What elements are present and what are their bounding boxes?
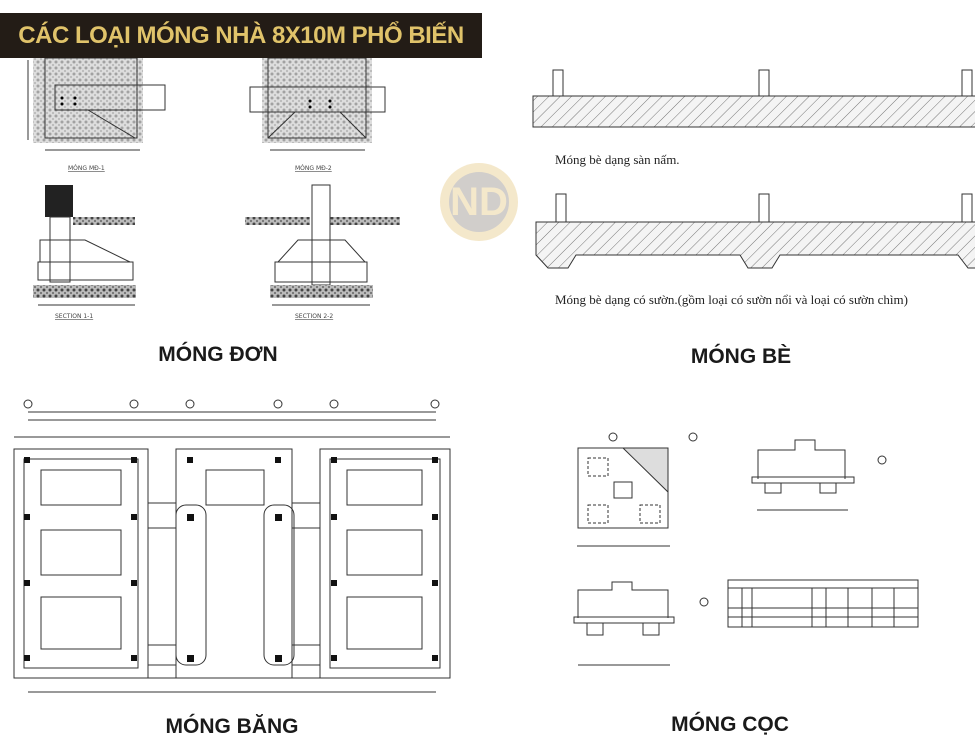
rebar-schedule-table [727, 579, 919, 628]
pile-cap-section-b [573, 581, 709, 666]
raft-flat-slab-drawing [532, 69, 975, 128]
raft-ribbed-slab-drawing [535, 193, 975, 269]
svg-text:MÓNG MĐ-1: MÓNG MĐ-1 [68, 165, 105, 172]
raft-note-ribbed: Móng bè dạng có sườn.(gồm loại có sườn n… [555, 292, 908, 307]
isolated-footing-drawing: MÓNG MĐ-1 MÓNG MĐ-2 SECTION 1-1 [27, 57, 400, 320]
footing-section-1-1: SECTION 1-1 [33, 185, 136, 320]
pile-foundation-drawing [573, 432, 919, 666]
svg-text:SECTION 1-1: SECTION 1-1 [55, 313, 93, 320]
svg-text:SECTION 2-2: SECTION 2-2 [295, 313, 333, 320]
svg-text:MÓNG MĐ-2: MÓNG MĐ-2 [295, 165, 332, 172]
footing-section-2-2: SECTION 2-2 [245, 184, 400, 320]
title-banner: CÁC LOẠI MÓNG NHÀ 8X10M PHỔ BIẾN [0, 13, 482, 58]
logo-text: ND [450, 180, 508, 224]
caption-mong-coc: MÓNG CỌC [671, 713, 789, 736]
watermark-logo: ND [440, 163, 518, 241]
strip-foundation-plan [13, 399, 451, 693]
footing-plan-md2: MÓNG MĐ-2 [249, 57, 386, 172]
title: CÁC LOẠI MÓNG NHÀ 8X10M PHỔ BIẾN [18, 21, 464, 49]
pile-cap-section-a [751, 439, 887, 511]
caption-mong-bang: MÓNG BĂNG [165, 715, 299, 738]
footing-plan-md1: MÓNG MĐ-1 [27, 57, 166, 172]
caption-mong-don: MÓNG ĐƠN [158, 343, 278, 366]
caption-mong-be: MÓNG BÈ [690, 345, 792, 368]
pile-cap-plan [577, 432, 698, 547]
raft-note-flat-slab: Móng bè dạng sàn nấm. [555, 152, 680, 167]
